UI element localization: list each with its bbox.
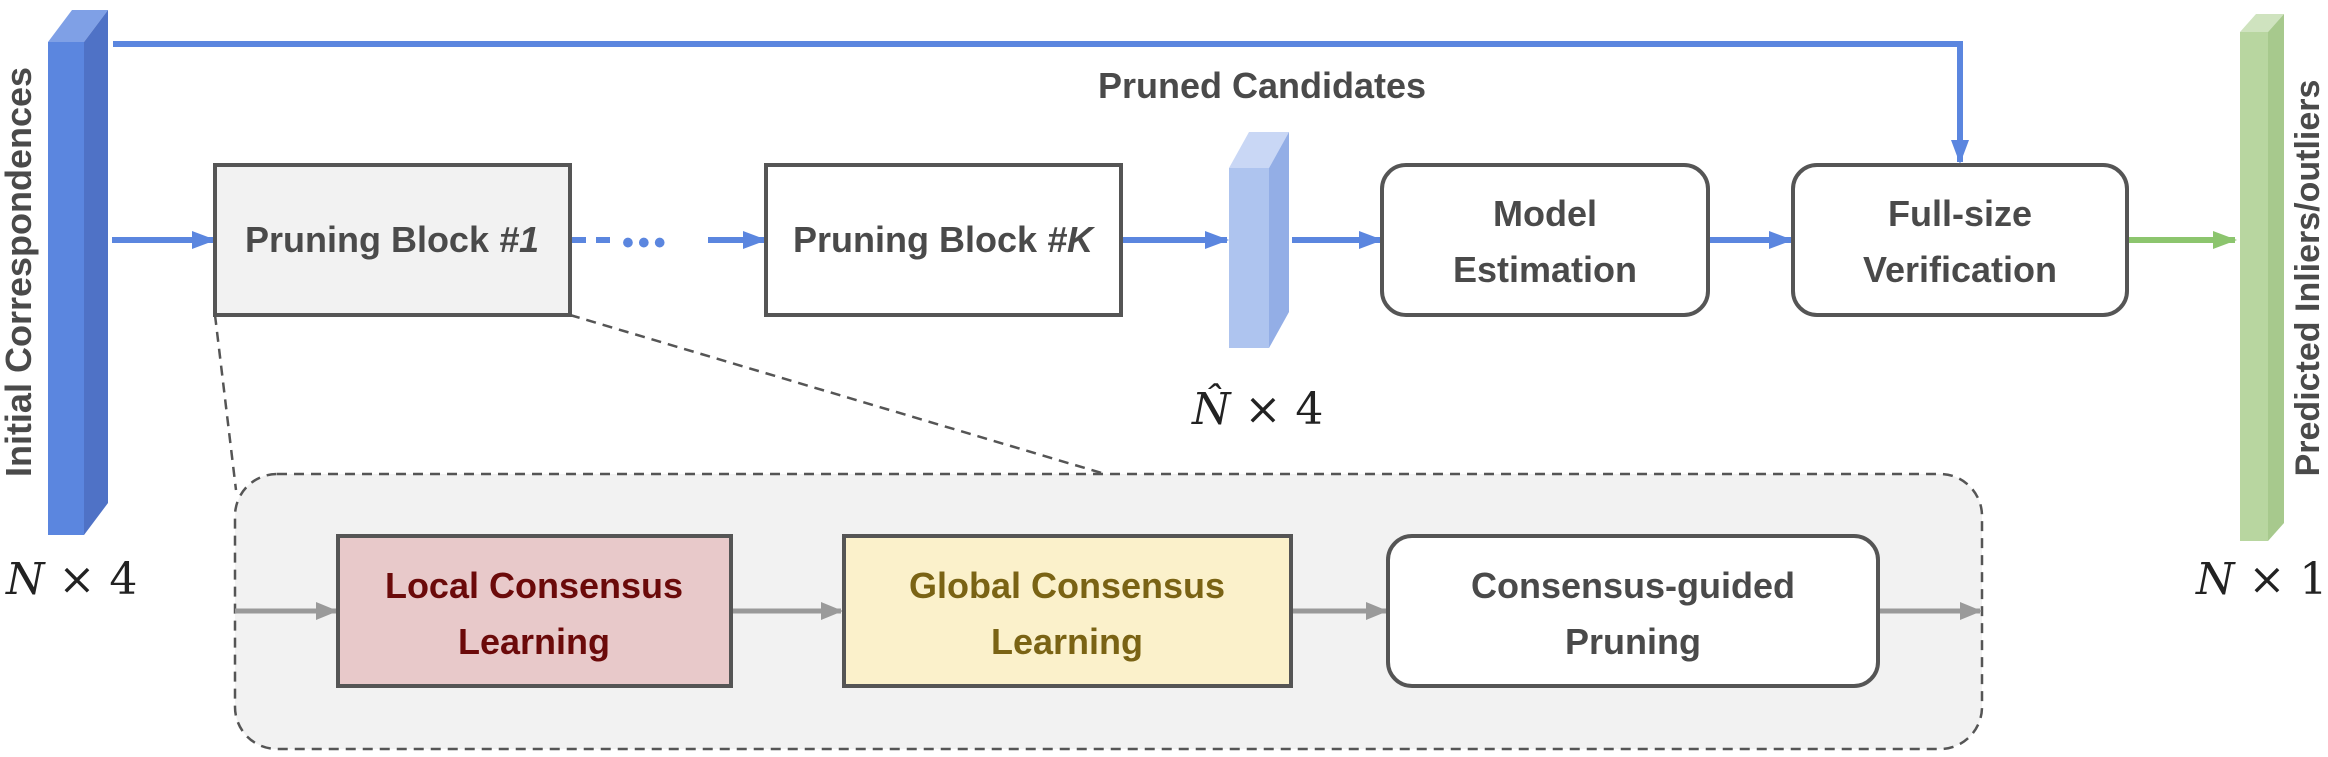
model-estimation-box: Model Estimation (1380, 163, 1710, 317)
input-bar (48, 10, 108, 535)
zoom-guide-left (213, 314, 238, 491)
full-size-verification-box: Full-size Verification (1791, 163, 2129, 317)
global-consensus-line2: Learning (991, 621, 1143, 662)
output-label: Predicted Inliers/outliers (2289, 80, 2327, 477)
local-consensus-line2: Learning (458, 621, 610, 662)
output-bar (2240, 14, 2284, 541)
zoom-guide-right (569, 313, 1106, 476)
input-dim: N×4 (5, 554, 137, 605)
output-dim: N×1 (2195, 554, 2327, 605)
global-consensus-line1: Global Consensus (909, 565, 1225, 606)
model-estimation-line1: Model (1493, 193, 1597, 234)
input-label: Initial Correspondences (0, 67, 39, 477)
consensus-pruning-line1: Consensus-guided (1471, 565, 1795, 606)
verification-line2: Verification (1863, 249, 2057, 290)
local-consensus-line1: Local Consensus (385, 565, 683, 606)
verification-line1: Full-size (1888, 193, 2032, 234)
pruning-block-1-label: Pruning Block #1 (245, 219, 539, 260)
consensus-pruning-line2: Pruning (1565, 621, 1701, 662)
pruning-block-k: Pruning Block #K (764, 163, 1123, 317)
model-estimation-line2: Estimation (1453, 249, 1637, 290)
pruned-candidates-title: Pruned Candidates (1098, 65, 1426, 106)
pruned-candidates-bar (1229, 132, 1289, 348)
consensus-pruning-box: Consensus-guided Pruning (1386, 534, 1880, 688)
ellipsis-dots: ••• (622, 224, 670, 262)
global-consensus-box: Global Consensus Learning (842, 534, 1293, 688)
skip-connection-arrow (113, 41, 1969, 164)
local-consensus-box: Local Consensus Learning (336, 534, 733, 688)
pruning-block-1: Pruning Block #1 (213, 163, 572, 317)
pruned-dim: N̂×4 (1191, 382, 1323, 435)
pruning-block-k-label: Pruning Block #K (793, 219, 1096, 260)
